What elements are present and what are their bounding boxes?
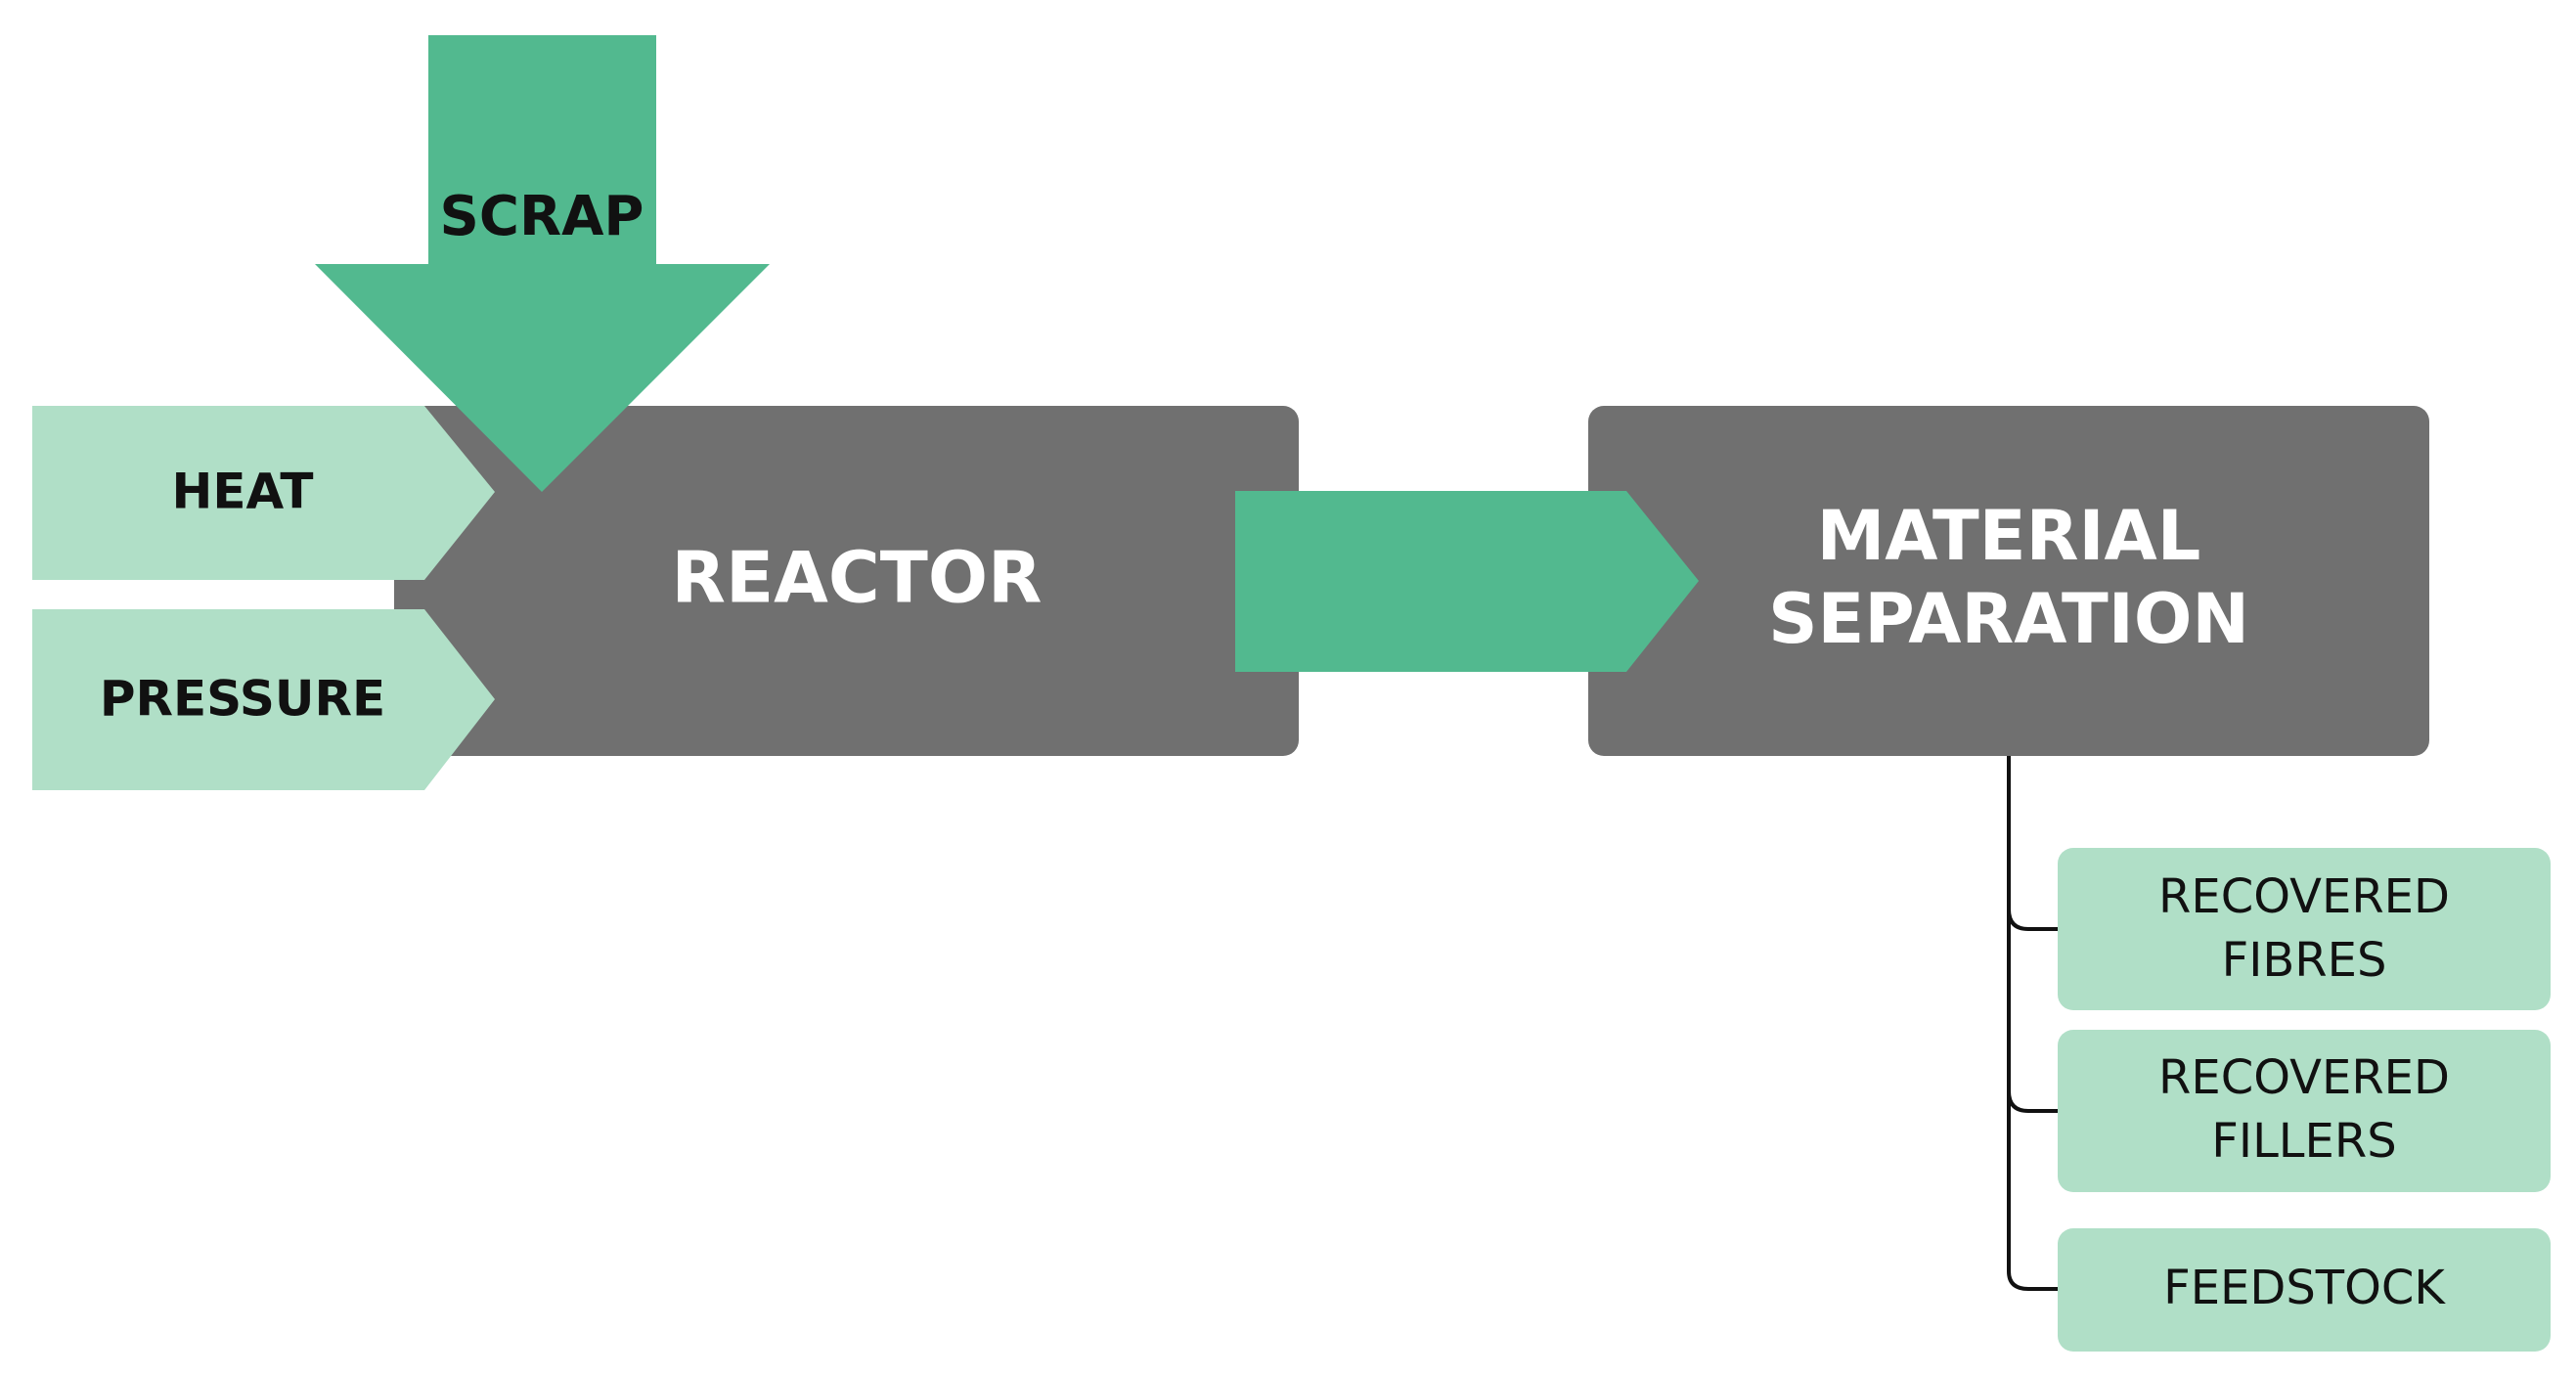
- scrap-arrow: [315, 35, 770, 492]
- reactor-label: REACTOR: [672, 537, 1043, 619]
- reactor-box: [394, 406, 1299, 756]
- heat-arrow: [32, 406, 495, 580]
- connector-branch-fillers: [2007, 1090, 2062, 1113]
- material-separation-label-line2: SEPARATION: [1768, 579, 2249, 659]
- output-connector: [2007, 756, 2062, 1291]
- feedstock-label: FEEDSTOCK: [2163, 1261, 2446, 1315]
- pressure-label: PRESSURE: [100, 671, 385, 728]
- recovered-fillers-label-line2: FILLERS: [2211, 1114, 2396, 1169]
- recovered-fibres-label-line2: FIBRES: [2222, 933, 2387, 988]
- connector-branch-feedstock: [2007, 1270, 2062, 1291]
- recovered-fillers-label-line1: RECOVERED: [2158, 1050, 2450, 1105]
- recovered-fibres-box: [2058, 848, 2551, 1010]
- recovered-fillers-box: [2058, 1030, 2551, 1192]
- connector-branch-fibres: [2007, 909, 2062, 931]
- feedstock-box: [2058, 1228, 2551, 1352]
- pressure-arrow: [32, 609, 495, 790]
- scrap-label: SCRAP: [440, 185, 644, 248]
- material-separation-box: [1588, 406, 2429, 756]
- recovered-fibres-label-line1: RECOVERED: [2158, 869, 2450, 924]
- material-separation-label-line1: MATERIAL: [1817, 496, 2201, 576]
- flow-arrow: [1235, 491, 1699, 672]
- heat-label: HEAT: [172, 464, 314, 520]
